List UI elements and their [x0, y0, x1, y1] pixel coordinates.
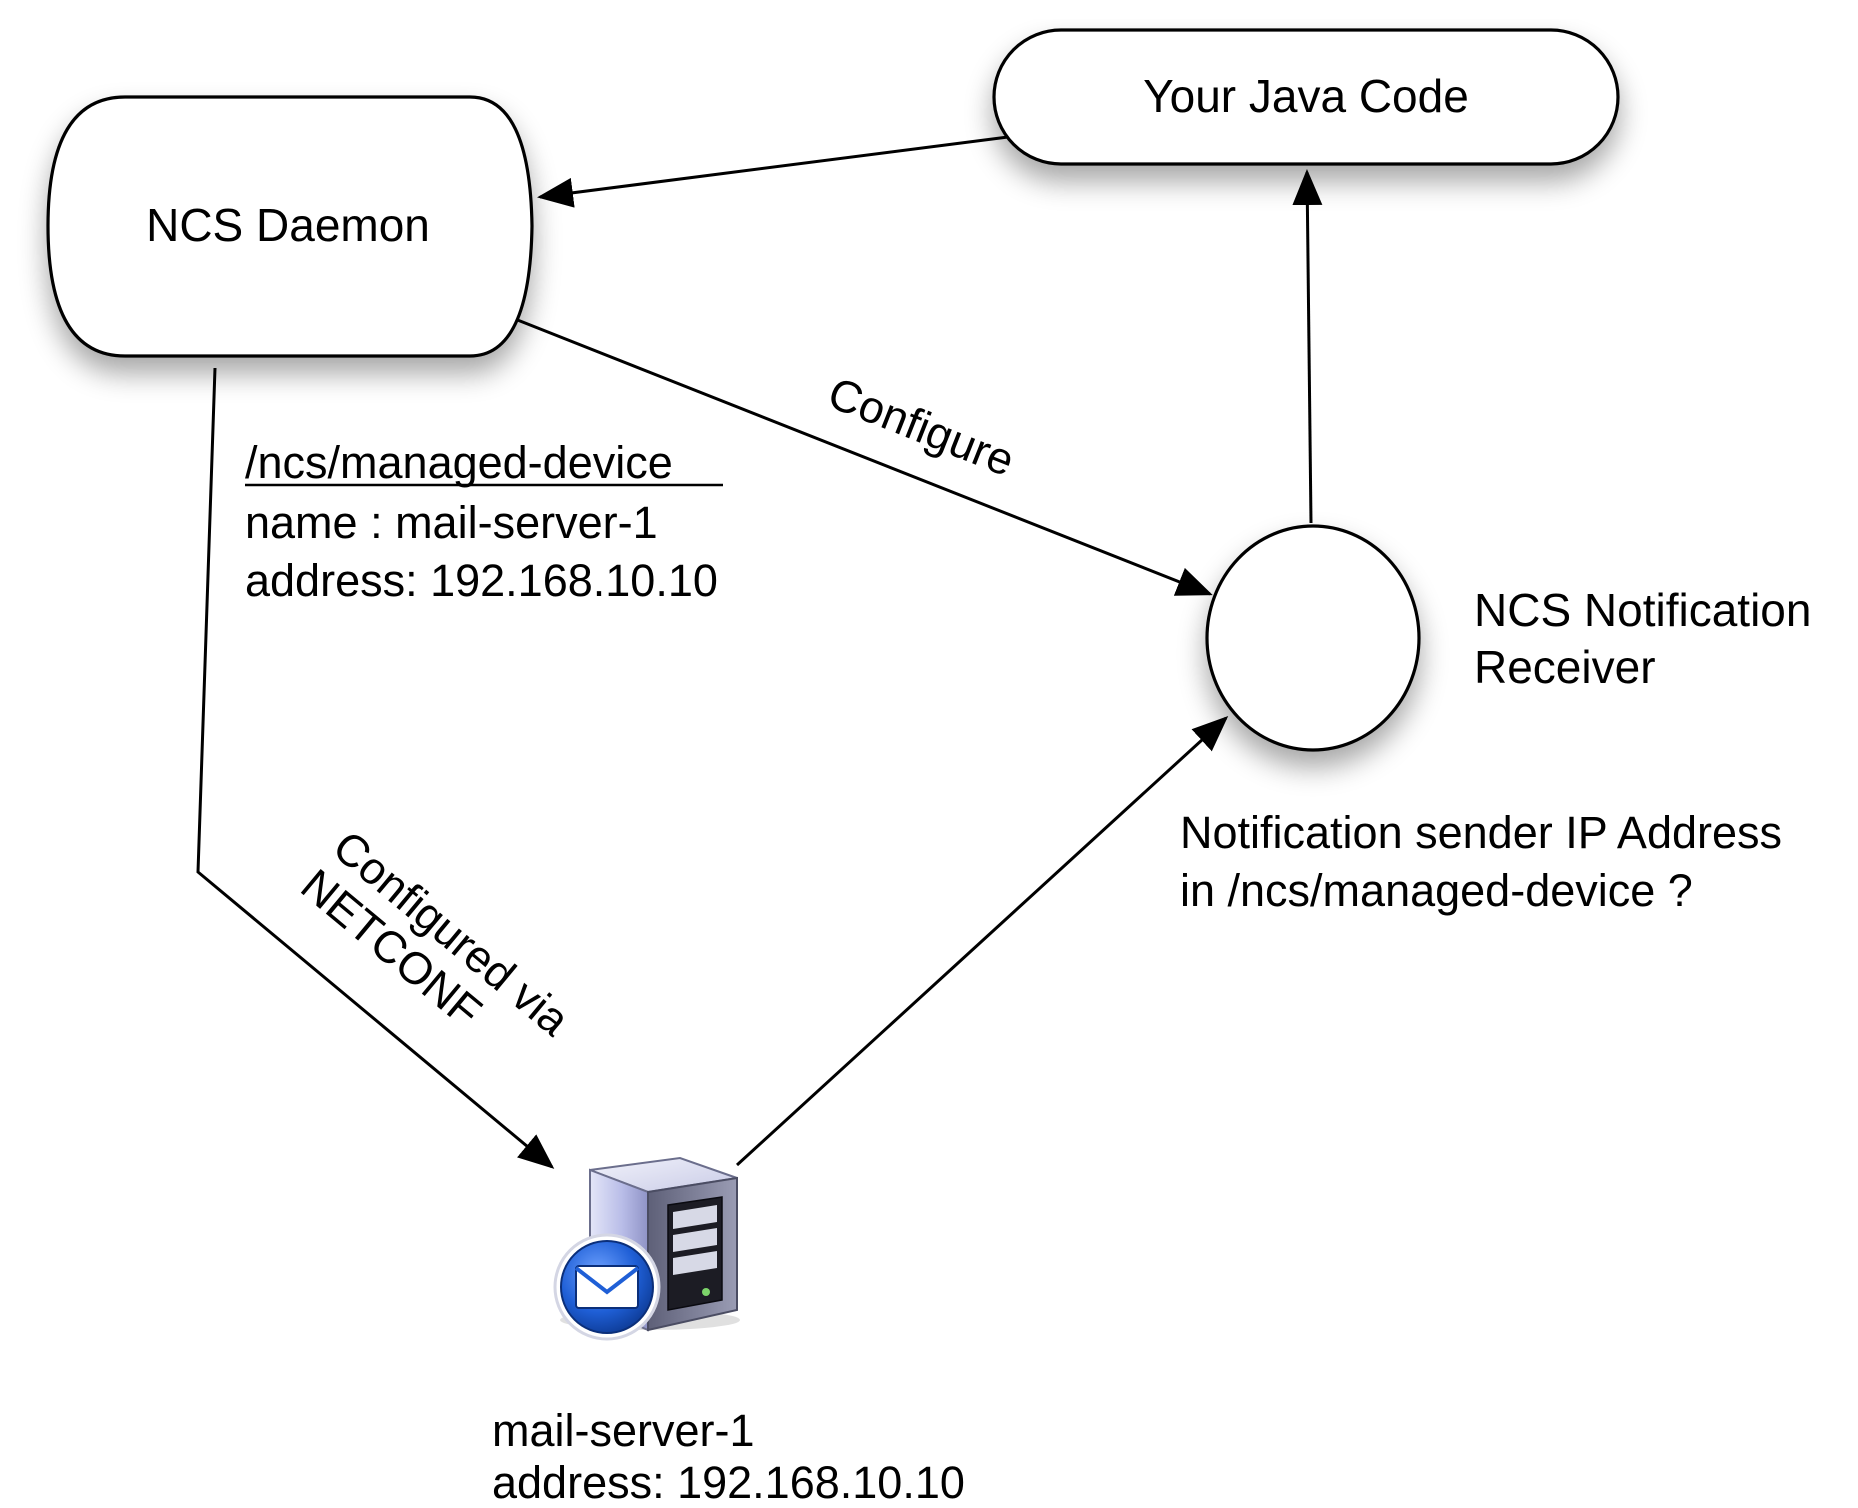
mail-server-name: mail-server-1	[492, 1405, 755, 1456]
java-code-node	[992, 28, 1620, 166]
receiver-label-line2: Receiver	[1474, 641, 1656, 693]
edge-mailserver-to-receiver	[735, 715, 1229, 1167]
configured-via-label: Configured via NETCONF	[292, 821, 580, 1047]
managed-device-address: address: 192.168.10.10	[245, 555, 718, 606]
java-code-label: Your Java Code	[1143, 70, 1469, 122]
receiver-label-line1: NCS Notification	[1474, 584, 1811, 636]
mail-server-address: address: 192.168.10.10	[492, 1457, 965, 1508]
question-line2: in /ncs/managed-device ?	[1180, 865, 1693, 916]
edge-receiver-to-java	[1292, 169, 1323, 524]
managed-device-name: name : mail-server-1	[245, 497, 658, 548]
edge-daemon-to-mailserver	[196, 367, 555, 1169]
daemon-label: NCS Daemon	[146, 199, 430, 251]
edge-java-to-daemon	[537, 135, 1009, 208]
configure-label: Configure	[821, 367, 1021, 486]
question-line1: Notification sender IP Address	[1180, 807, 1782, 858]
envelope-icon	[553, 1233, 661, 1341]
daemon-node	[46, 95, 534, 358]
receiver-node	[1205, 524, 1421, 752]
managed-device-path: /ncs/managed-device	[245, 437, 673, 488]
edge-daemon-to-receiver	[514, 317, 1213, 596]
